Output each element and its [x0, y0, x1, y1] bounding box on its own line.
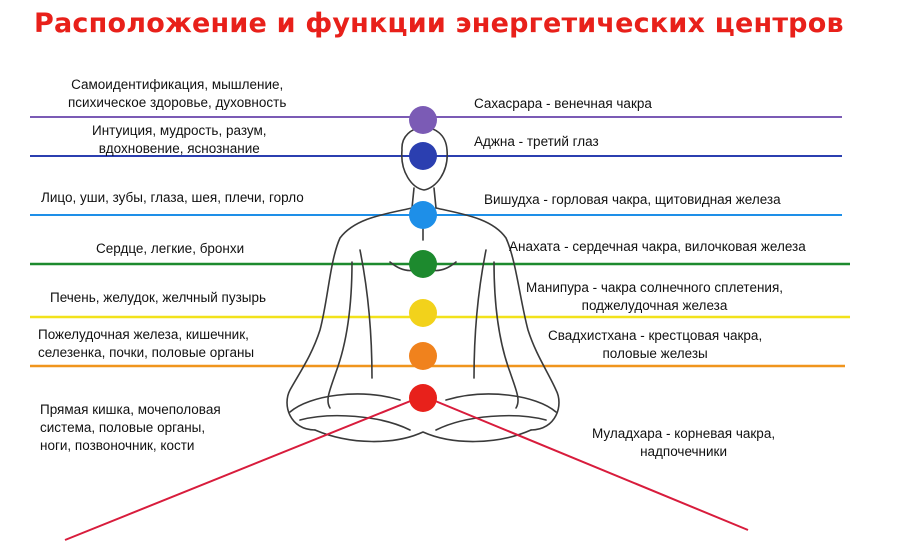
right-label-sahasrara: Сахасрара - венечная чакра: [474, 96, 652, 111]
chakra-muladhara: [409, 384, 437, 412]
chakra-svadhisthana: [409, 342, 437, 370]
chakra-sahasrara: [409, 106, 437, 134]
right-label-vishuddha: Вишудха - горловая чакра, щитовидная жел…: [484, 192, 781, 207]
chakra-vishuddha: [409, 201, 437, 229]
page-title: Расположение и функции энергетических це…: [34, 8, 844, 39]
left-label-vishuddha: Лицо, уши, зубы, глаза, шея, плечи, горл…: [41, 190, 304, 205]
chakra-manipura: [409, 299, 437, 327]
meditating-figure: [286, 126, 560, 443]
projection-line-right: [427, 397, 749, 531]
right-label-ajna: Аджна - третий глаз: [474, 134, 599, 149]
left-label-sahasrara: Самоидентификация, мышление, психическое…: [68, 77, 287, 110]
projection-line-left: [64, 397, 419, 541]
chakra-ajna: [409, 142, 437, 170]
right-label-anahata: Анахата - сердечная чакра, вилочковая же…: [509, 239, 806, 254]
left-label-muladhara: Прямая кишка, мочеполовая система, полов…: [40, 402, 221, 453]
right-label-svadhisthana: Свадхистхана - крестцовая чакра, половые…: [548, 328, 763, 361]
left-label-ajna: Интуиция, мудрость, разум, вдохновение, …: [92, 123, 267, 156]
left-label-manipura: Печень, желудок, желчный пузырь: [50, 290, 267, 305]
chakra-anahata: [409, 250, 437, 278]
right-label-muladhara: Муладхара - корневая чакра, надпочечники: [592, 426, 776, 459]
right-label-manipura: Манипура - чакра солнечного сплетения, п…: [526, 280, 784, 313]
left-label-svadhisthana: Пожелудочная железа, кишечник, селезенка…: [38, 327, 255, 360]
left-label-anahata: Сердце, легкие, бронхи: [96, 241, 245, 256]
